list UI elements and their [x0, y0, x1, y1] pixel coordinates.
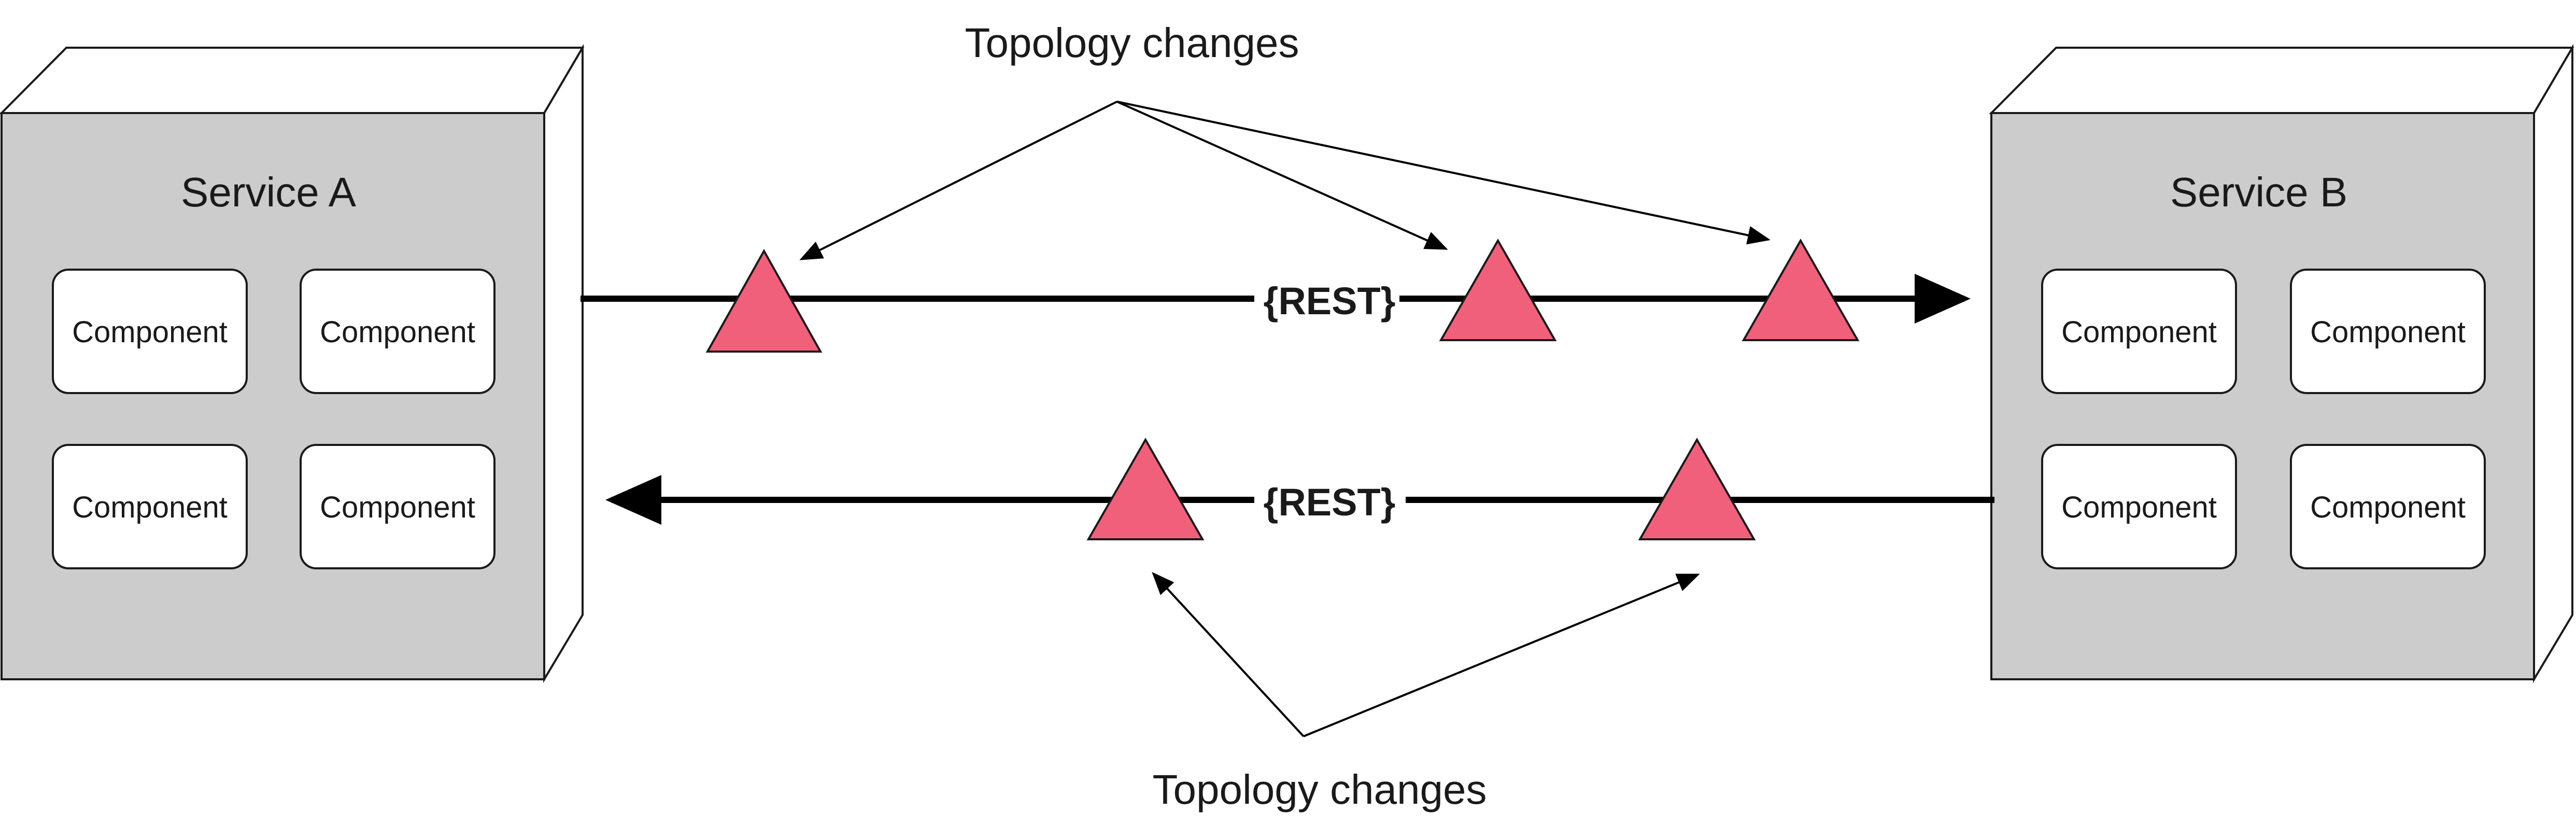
annotation-arrow: [1303, 574, 1700, 737]
service-b-title: Service B: [2170, 169, 2347, 215]
rest-label-bottom: {REST}: [1264, 481, 1396, 524]
component-label: Component: [2310, 491, 2466, 524]
service-a-component-3: Component: [52, 444, 248, 569]
annotation-arrow: [1152, 572, 1305, 737]
service-a-front-face: [1, 112, 545, 680]
component-label: Component: [320, 491, 475, 524]
service-b-front-face: [1990, 112, 2535, 680]
topology-label-bottom: Topology changes: [1153, 766, 1487, 813]
service-b-component-2: Component: [2290, 269, 2486, 394]
topology-annotation-top: Topology changes: [799, 20, 1771, 260]
topology-change-triangle: [1439, 238, 1557, 341]
service-a-side-face: [543, 44, 584, 683]
service-b-top-face: [1989, 47, 2574, 114]
component-label: Component: [72, 315, 228, 349]
topology-annotation-bottom: Topology changes: [1152, 572, 1700, 813]
annotation-arrow: [1116, 101, 1448, 250]
topology-change-triangle: [1638, 437, 1756, 540]
service-b-side-face: [2533, 44, 2573, 683]
rest-label-top: {REST}: [1264, 279, 1396, 323]
service-a-title: Service A: [181, 169, 357, 215]
service-b-box: Service B Component Component Component …: [1989, 44, 2574, 683]
component-label: Component: [2310, 315, 2466, 349]
topology-change-triangle: [1086, 437, 1205, 540]
service-a-top-face: [0, 47, 585, 114]
rest-connection-b-to-a: {REST}: [605, 475, 1994, 525]
service-b-component-1: Component: [2041, 269, 2237, 394]
service-a-box: Service A Component Component Component …: [0, 44, 585, 683]
service-b-component-3: Component: [2041, 444, 2237, 569]
service-b-component-4: Component: [2290, 444, 2486, 569]
component-label: Component: [72, 491, 228, 524]
service-a-component-4: Component: [300, 444, 496, 569]
topology-label-top: Topology changes: [965, 20, 1299, 66]
service-a-component-1: Component: [52, 269, 248, 394]
component-label: Component: [2061, 315, 2217, 349]
service-a-component-2: Component: [300, 269, 496, 394]
topology-change-triangle: [1742, 238, 1860, 341]
annotation-arrow: [799, 101, 1117, 260]
annotation-arrow: [1116, 101, 1771, 245]
component-label: Component: [320, 315, 475, 349]
component-label: Component: [2061, 491, 2217, 524]
topology-change-triangle: [705, 248, 823, 353]
